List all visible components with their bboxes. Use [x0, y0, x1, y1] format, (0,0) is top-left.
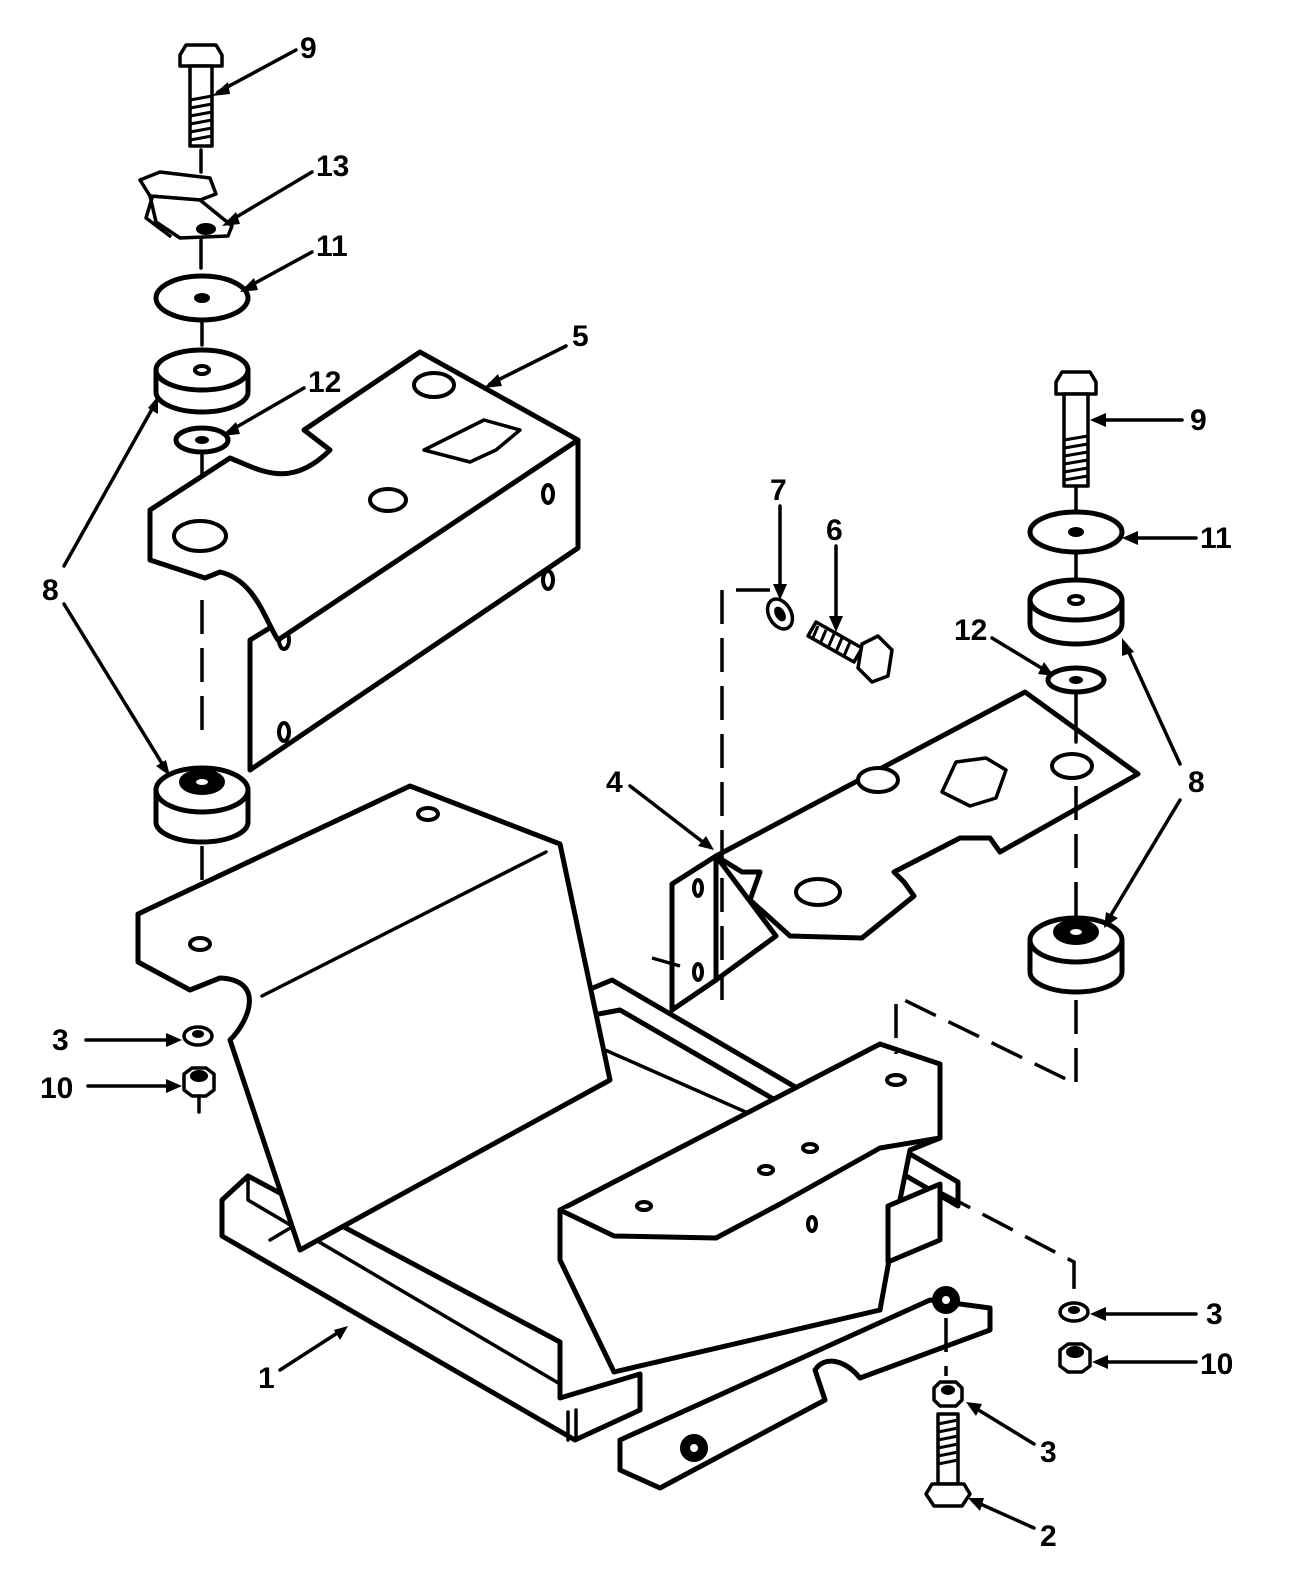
callout-9-left: 9 — [300, 32, 317, 65]
clip-left — [138, 148, 234, 270]
callout-3-bottom: 3 — [1040, 1436, 1057, 1469]
callout-13: 13 — [316, 150, 349, 183]
callout-8-right: 8 — [1188, 766, 1205, 799]
callout-1: 1 — [258, 1362, 275, 1395]
nut-stack-right — [1058, 1301, 1092, 1374]
right-mount-stack — [1027, 370, 1125, 744]
screw-bracket — [765, 597, 894, 684]
callout-11-right: 11 — [1200, 522, 1232, 555]
callout-2: 2 — [1040, 1520, 1057, 1553]
callout-5: 5 — [572, 320, 589, 353]
callout-3-left: 3 — [52, 1024, 69, 1057]
callout-8-left: 8 — [42, 574, 59, 607]
callout-3-right: 3 — [1206, 1298, 1223, 1331]
callout-12-right: 12 — [954, 614, 987, 647]
bolt-left — [178, 43, 224, 148]
callout-9-right: 9 — [1190, 404, 1207, 437]
base-tray — [135, 783, 993, 1491]
leader-lines — [62, 48, 1198, 1530]
nut-stack-left — [182, 1025, 216, 1114]
callout-6: 6 — [826, 514, 843, 547]
washer-left — [153, 273, 251, 347]
isolator-lower-right — [1027, 915, 1125, 995]
isolator-upper-left — [153, 347, 251, 415]
callout-labels: 9 13 11 5 12 8 7 6 4 9 11 12 8 3 10 3 10… — [40, 32, 1233, 1553]
callout-10-right: 10 — [1200, 1348, 1233, 1381]
isolator-lower-left — [153, 765, 251, 845]
left-mount-stack — [138, 43, 251, 522]
bracket-lower — [669, 689, 1141, 1013]
callout-11-left: 11 — [316, 230, 348, 263]
callout-12-left: 12 — [308, 366, 341, 399]
callout-10-left: 10 — [40, 1072, 73, 1105]
bolt-bottom — [924, 1380, 972, 1508]
callout-7: 7 — [770, 474, 787, 507]
callout-4: 4 — [606, 766, 623, 799]
bracket-upper — [147, 349, 581, 773]
